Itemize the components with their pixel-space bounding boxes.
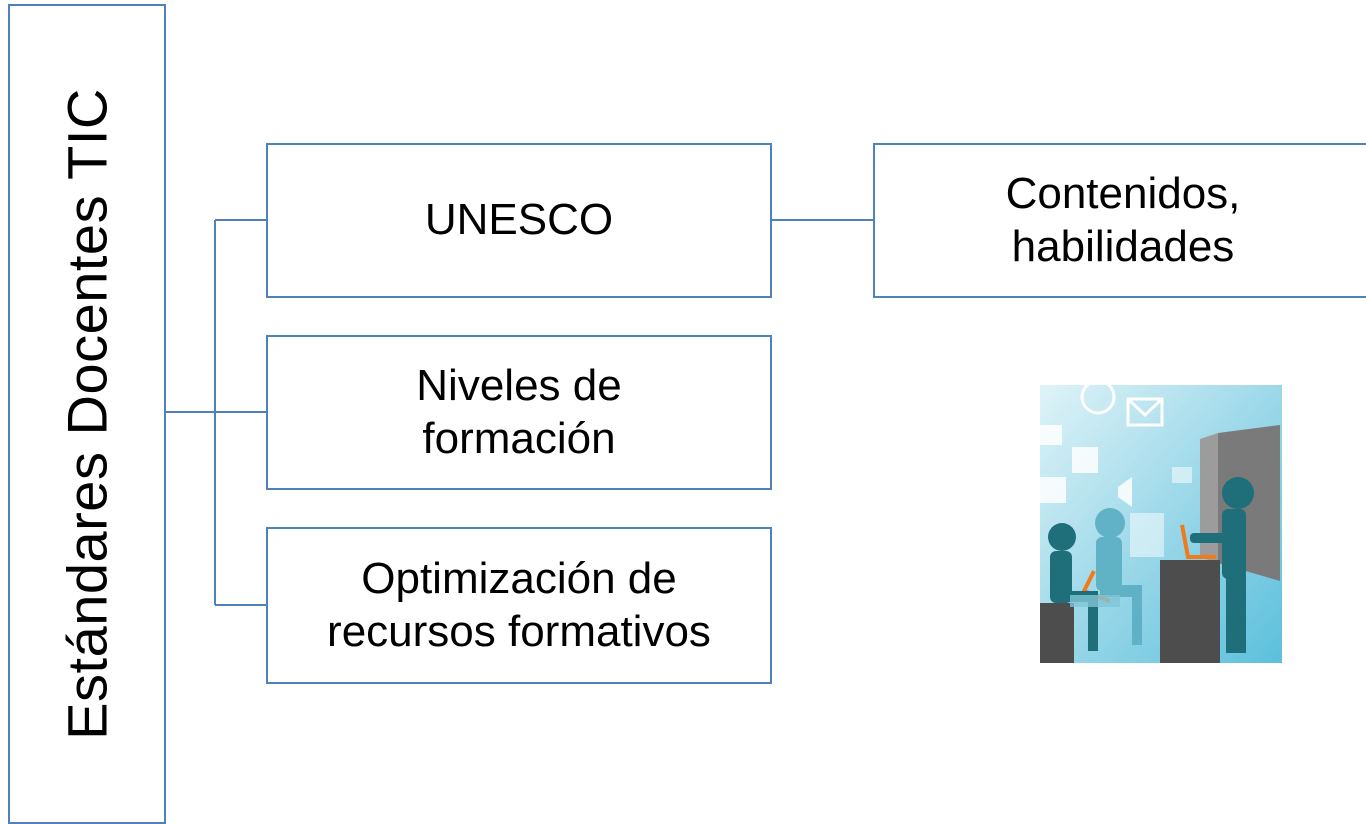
node-contenidos-habilidades: Contenidos, habilidades — [873, 143, 1366, 298]
teachers-computers-icon — [1040, 385, 1282, 663]
node-optimizacion-label-line1: Optimización de — [361, 553, 677, 603]
node-contenidos-label-line1: Contenidos, — [1005, 168, 1241, 218]
node-optimizacion-label-line2: recursos formativos — [327, 606, 711, 656]
node-optimizacion-recursos: Optimización de recursos formativos — [266, 527, 772, 684]
node-contenidos-label-line2: habilidades — [1011, 221, 1235, 271]
node-niveles-label-line1: Niveles de — [416, 360, 622, 410]
node-niveles-label-line2: formación — [422, 413, 616, 463]
node-unesco: UNESCO — [266, 143, 772, 298]
root-label: Estándares Docentes TIC — [55, 88, 119, 740]
root-node: Estándares Docentes TIC — [8, 4, 166, 824]
node-niveles-formacion: Niveles de formación — [266, 335, 772, 490]
node-unesco-label: UNESCO — [424, 195, 614, 245]
